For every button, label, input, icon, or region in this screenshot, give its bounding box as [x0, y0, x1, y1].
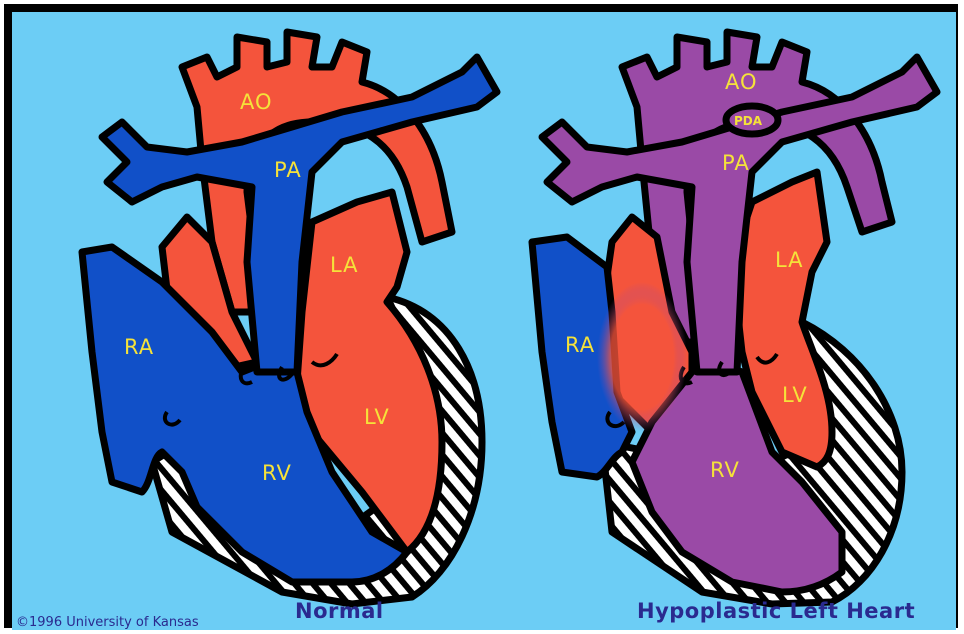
hlh-label-pa: PA — [722, 151, 750, 175]
copyright-text: ©1996 University of Kansas — [16, 615, 199, 630]
hlh-label-ao: AO — [725, 70, 758, 94]
hlh-mixing-glow — [597, 282, 687, 432]
normal-heart — [82, 32, 497, 604]
normal-label-lv: LV — [364, 405, 390, 429]
caption-normal: Normal — [295, 599, 384, 623]
hlh-label-la: LA — [775, 248, 804, 272]
hlh-label-pda: PDA — [734, 114, 763, 128]
normal-label-pa: PA — [274, 158, 302, 182]
caption-hlh: Hypoplastic Left Heart — [637, 599, 915, 623]
normal-label-ao: AO — [240, 90, 273, 114]
heart-diagrams-svg: AO PA LA RA LV RV AO PDA PA LA RA LV RV … — [12, 12, 956, 630]
diagram-canvas: AO PA LA RA LV RV AO PDA PA LA RA LV RV … — [12, 12, 956, 630]
hlh-label-ra: RA — [565, 333, 595, 357]
hlh-label-rv: RV — [710, 458, 740, 482]
hlh-label-lv: LV — [782, 383, 808, 407]
normal-label-ra: RA — [124, 335, 154, 359]
figure-frame: AO PA LA RA LV RV AO PDA PA LA RA LV RV … — [4, 4, 958, 628]
normal-label-la: LA — [330, 253, 359, 277]
normal-label-rv: RV — [262, 461, 292, 485]
